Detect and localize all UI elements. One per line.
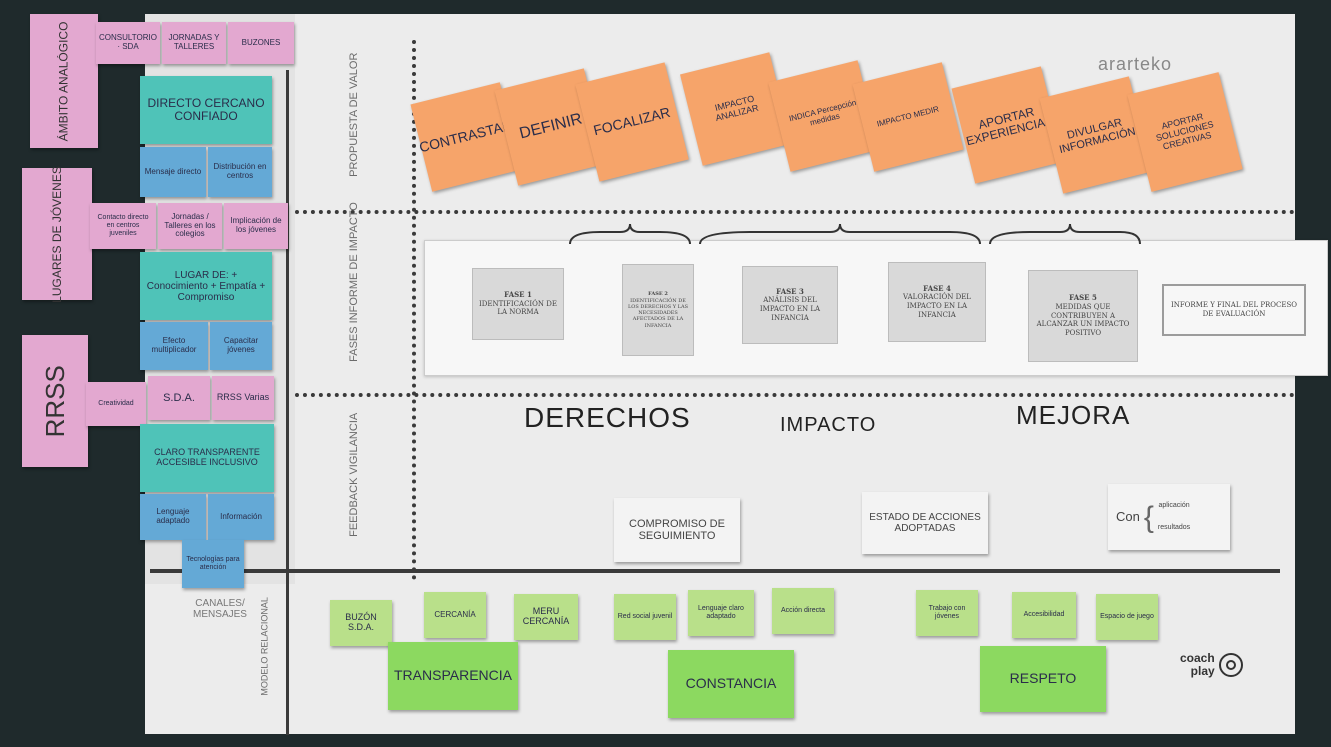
- category-rrss: RRSS: [22, 335, 88, 467]
- phase-1-text: IDENTIFICACIÓN DE LA NORMA: [478, 299, 557, 317]
- youth-note-2: Jornadas / Talleres en los colegios: [158, 203, 222, 249]
- feedback-rights: DERECHOS: [524, 402, 691, 433]
- channel-note-1: BUZÓN S.D.A.: [330, 600, 392, 646]
- youth-note-3: Implicación de los jóvenes: [224, 203, 288, 249]
- channel-note-4: Red social juvenil: [614, 594, 676, 640]
- analog-note-2: JORNADAS Y TALLERES: [162, 22, 226, 64]
- youth-note-1: Contacto directo en centros juveniles: [90, 203, 156, 249]
- teal-note-1: DIRECTO CERCANO CONFIADO: [140, 76, 272, 144]
- channel-note-6: Acción directa: [772, 588, 834, 634]
- divider-left: [286, 70, 289, 735]
- rrss-note-2: S.D.A.: [148, 376, 210, 420]
- phase-2-text: IDENTIFICACIÓN DE LOS DERECHOS Y LAS NEC…: [627, 297, 689, 329]
- blue-note-1a: Mensaje directo: [140, 147, 206, 197]
- channel-note-9: Espacio de juego: [1096, 594, 1158, 640]
- blue-note-3a: Lenguaje adaptado: [140, 494, 206, 540]
- phase-4-text: VALORACIÓN DEL IMPACTO EN LA INFANCIA: [903, 293, 971, 319]
- relational-respect: RESPETO: [980, 646, 1106, 712]
- teal-note-2: LUGAR DE: + Conocimiento + Empatía + Com…: [140, 252, 272, 320]
- teal-note-3: CLARO TRANSPARENTE ACCESIBLE INCLUSIVO: [140, 424, 274, 492]
- feedback-con: Con: [1116, 508, 1140, 524]
- feedback-con-box: Con { aplicación resultados: [1108, 484, 1230, 550]
- play-label: play: [1190, 664, 1215, 679]
- channel-note-2: CERCANÍA: [424, 592, 486, 638]
- blue-note-2b: Capacitar jóvenes: [210, 322, 272, 370]
- phase-braces: [569, 223, 1141, 245]
- row-label-value: PROPUESTA DE VALOR: [348, 52, 361, 177]
- row-label-feedback: FEEDBACK VIGILANCIA: [348, 412, 361, 537]
- channel-note-8: Accesibilidad: [1012, 592, 1076, 638]
- phase-1-head: FASE 1: [504, 289, 532, 299]
- phase-3-text: ANÁLISIS DEL IMPACTO EN LA INFANCIA: [759, 296, 821, 322]
- brand-ararteko: ararteko: [1098, 54, 1173, 74]
- rrss-note-1: Creatividad: [86, 382, 146, 426]
- divider-row-1: [295, 210, 1295, 214]
- phase-6-text: INFORME Y FINAL DEL PROCESO DE EVALUACIÓ…: [1170, 301, 1298, 318]
- phase-3-head: FASE 3: [776, 286, 804, 296]
- channel-note-7: Trabajo con jóvenes: [916, 590, 978, 636]
- feedback-con-b: resultados: [1157, 524, 1191, 531]
- brace-icon: {: [1143, 500, 1154, 534]
- feedback-improve: MEJORA: [1016, 400, 1131, 430]
- row-label-channels: CANALES/ MENSAJES: [193, 598, 247, 620]
- blue-note-3b: Información: [208, 494, 274, 540]
- analog-note-3: BUZONES: [228, 22, 294, 64]
- phase-5-head: FASE 5: [1069, 293, 1097, 303]
- category-analog: ÁMBITO ANALÓGICO: [30, 14, 98, 148]
- rrss-note-3: RRSS Varias: [212, 376, 274, 420]
- category-youth: LUGARES DE JÓVENES: [22, 165, 92, 303]
- divider-vertical: [412, 40, 416, 580]
- phase-2-head: FASE 2: [648, 291, 668, 298]
- relational-transparency: TRANSPARENCIA: [388, 642, 518, 710]
- phase-4-head: FASE 4: [923, 283, 951, 293]
- channel-note-5: Lenguaje claro adaptado: [688, 590, 754, 636]
- divider-row-2: [295, 393, 1295, 397]
- relational-constancy: CONSTANCIA: [668, 650, 794, 718]
- feedback-impact: IMPACTO: [780, 414, 877, 436]
- analog-note-1: CONSULTORIO · SDA: [96, 22, 160, 64]
- row-label-relational: MODELO RELACIONAL: [259, 597, 270, 696]
- feedback-commit: COMPROMISO DE SEGUIMIENTO: [614, 498, 740, 562]
- target-icon: [1218, 653, 1243, 678]
- category-rrss-label: RRSS: [39, 364, 70, 438]
- divider-row-3: [150, 569, 1280, 573]
- blue-note-3c: Tecnologías para atención: [182, 540, 244, 588]
- coach-label: coach: [1180, 651, 1215, 665]
- channel-note-3: MERU CERCANÍA: [514, 594, 578, 640]
- category-analog-label: ÁMBITO ANALÓGICO: [56, 21, 71, 141]
- feedback-state: ESTADO DE ACCIONES ADOPTADAS: [862, 492, 988, 554]
- blue-note-2a: Efecto multiplicador: [140, 322, 208, 370]
- category-youth-label: LUGARES DE JÓVENES: [49, 165, 64, 303]
- phase-5-text: MEDIDAS QUE CONTRIBUYEN A ALCANZAR UN IM…: [1036, 302, 1130, 338]
- phase-card-6: INFORME Y FINAL DEL PROCESO DE EVALUACIÓ…: [1162, 284, 1306, 336]
- row-label-phases: FASES INFORME DE IMPACTO: [348, 202, 361, 362]
- feedback-con-a: aplicación: [1158, 502, 1190, 510]
- blue-note-1b: Distribución en centros: [208, 147, 272, 197]
